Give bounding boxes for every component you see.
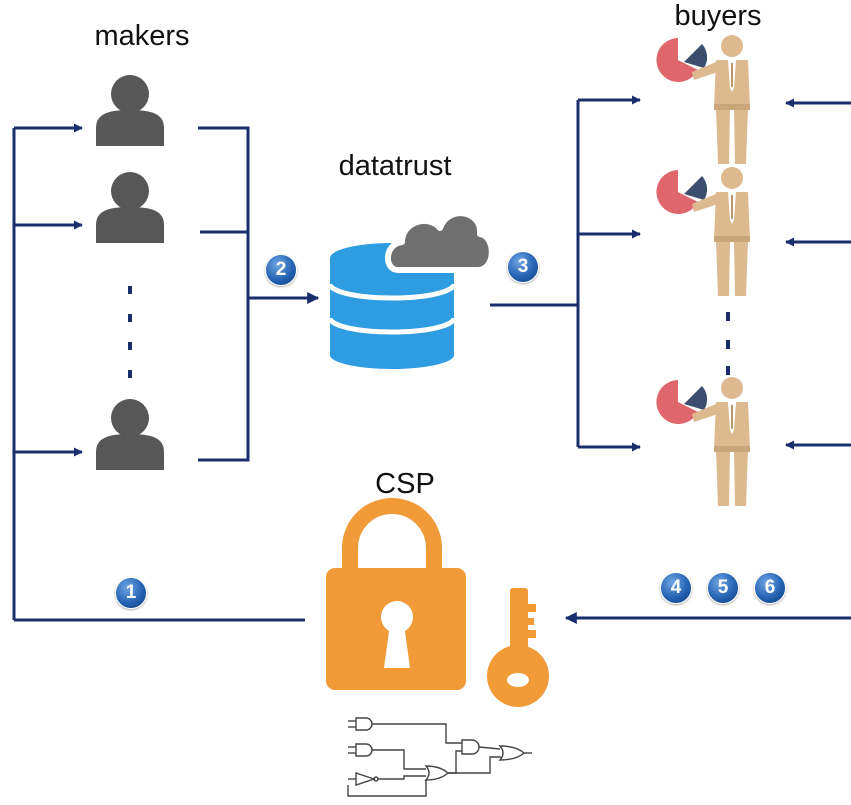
buyer-icon-1	[656, 35, 750, 164]
buyers-label: buyers	[674, 0, 762, 32]
buyer-icon-3	[656, 377, 750, 506]
step-badge-2: 2	[265, 254, 297, 286]
buyer-icon-2	[656, 167, 750, 296]
step-badge-4: 4	[660, 572, 692, 604]
step-badge-6: 6	[754, 572, 786, 604]
key-icon	[487, 588, 549, 707]
step-badge-1: 1	[115, 577, 147, 609]
csp-label: CSP	[375, 468, 435, 500]
maker-icon-1	[96, 75, 164, 146]
buyers-ellipsis	[726, 312, 730, 375]
maker-icon-3	[96, 399, 164, 470]
step-badge-3: 3	[507, 251, 539, 283]
makers-to-datatrust-lines	[198, 126, 320, 462]
maker-icon-2	[96, 172, 164, 243]
logic-circuit-icon	[347, 717, 532, 797]
padlock-icon	[326, 498, 466, 690]
makers-ellipsis	[128, 286, 132, 378]
makers-label: makers	[94, 20, 190, 52]
buyers-incoming-arrows	[785, 98, 851, 450]
datatrust-label: datatrust	[338, 150, 452, 182]
cloud-icon	[385, 210, 495, 273]
datatrust-to-buyers-lines	[490, 95, 641, 452]
makers-input-lines	[12, 123, 305, 622]
step-badge-5: 5	[707, 572, 739, 604]
